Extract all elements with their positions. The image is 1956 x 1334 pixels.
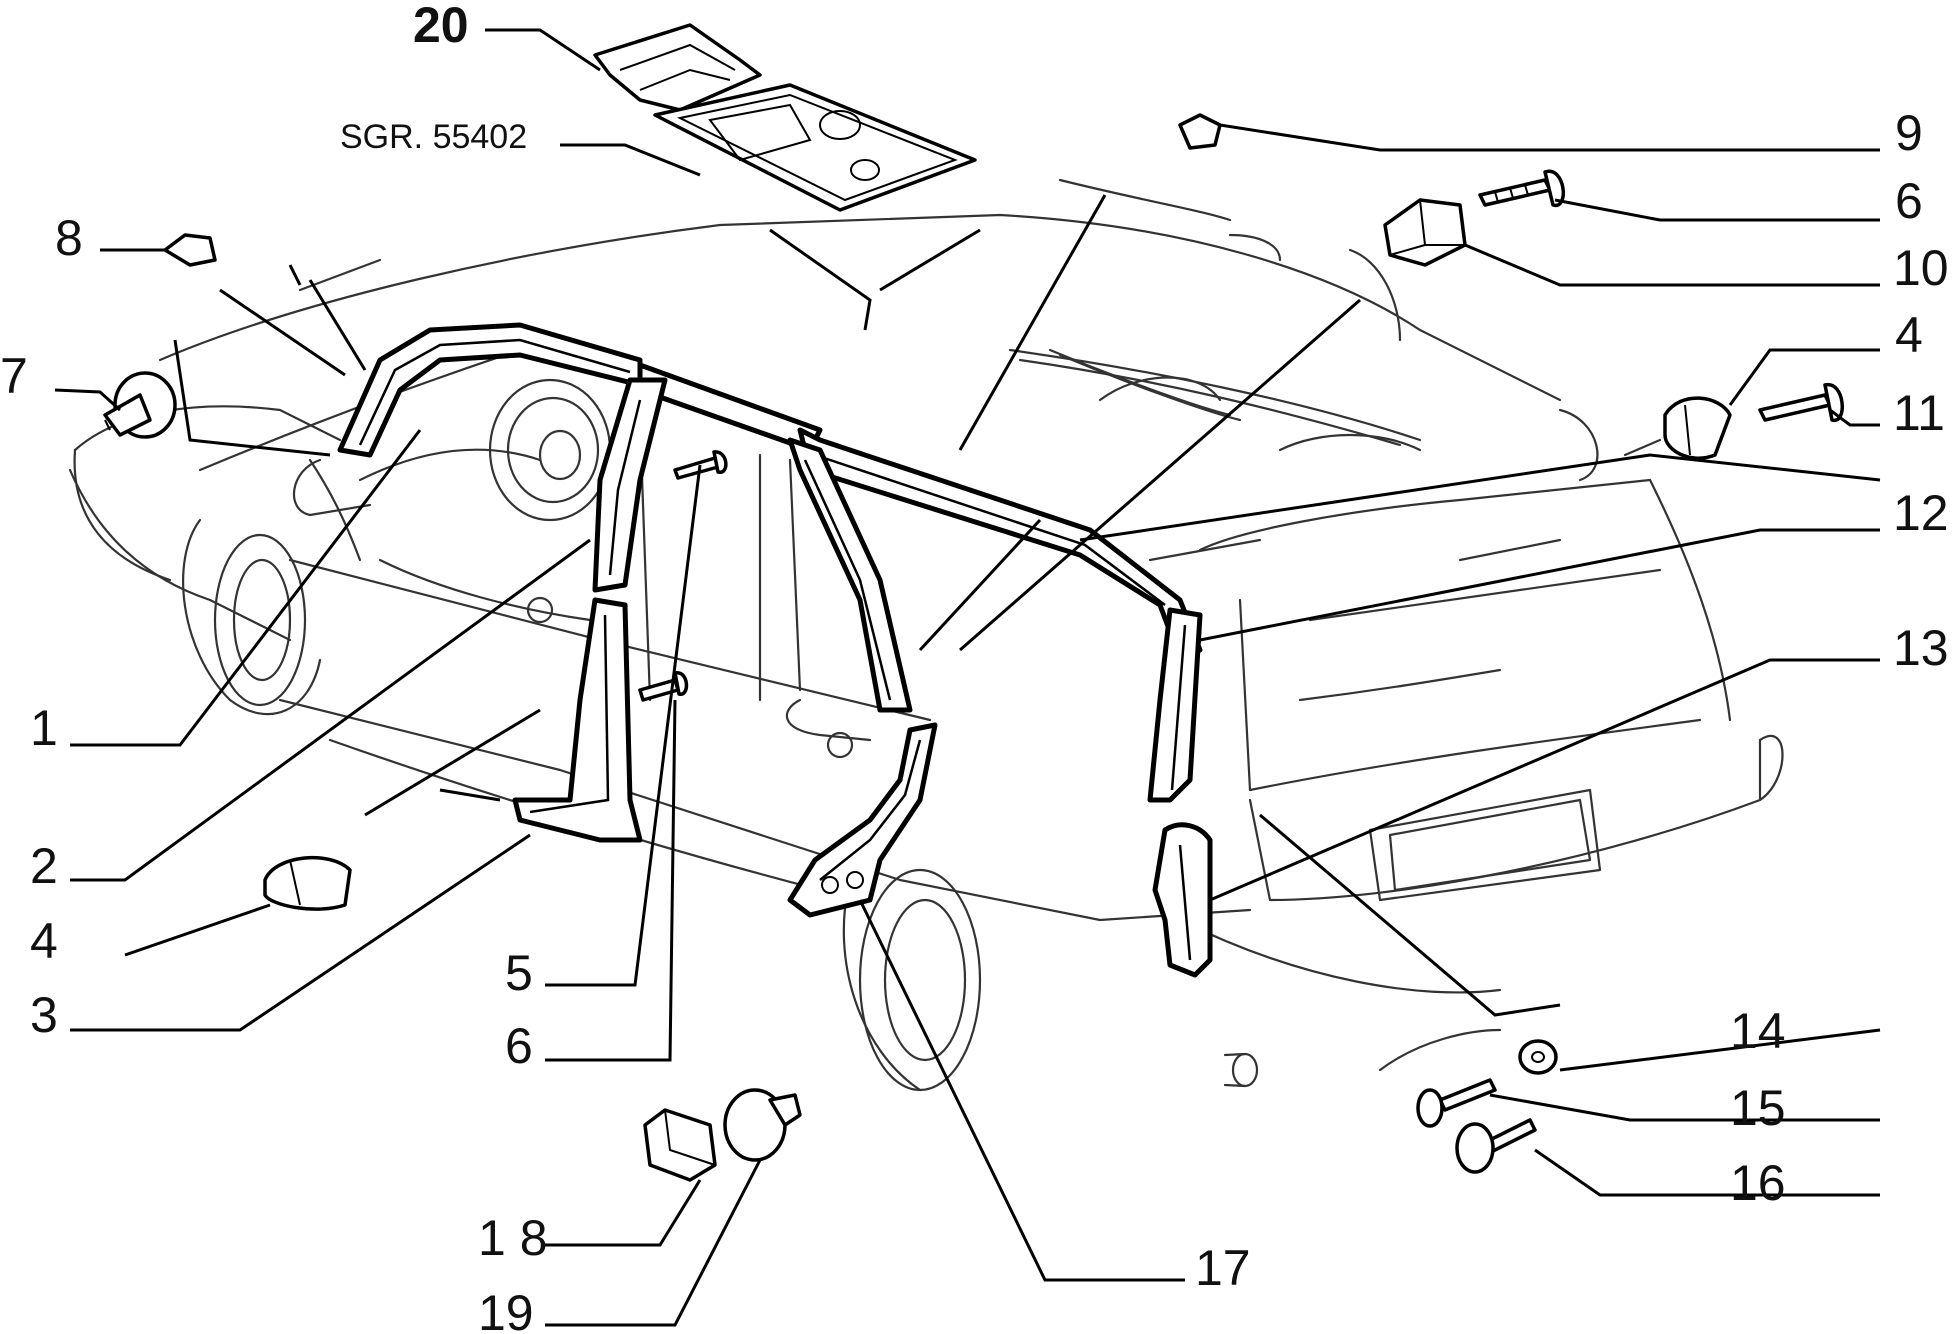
screw-6-top-part	[1478, 169, 1566, 207]
bracket-18-part	[643, 1108, 717, 1182]
callout-3: 3	[30, 987, 58, 1043]
callout-sgr-55402: SGR. 55402	[340, 118, 527, 156]
callout-12: 12	[1893, 485, 1949, 541]
leader-lines	[54, 28, 1881, 1327]
clip-4-top-part	[1663, 396, 1732, 460]
callout-16: 16	[1730, 1155, 1786, 1211]
screw-5-part	[673, 450, 728, 480]
callout-2: 2	[30, 838, 58, 894]
callout-20: 20	[413, 0, 469, 53]
screw-6-mid-part	[638, 671, 689, 702]
headlining-trim-frame	[337, 322, 1203, 803]
callout-17: 17	[1195, 1240, 1251, 1296]
push-clip-7-part	[103, 371, 177, 439]
callout-14: 14	[1730, 1003, 1786, 1059]
callout-18: 1 8	[478, 1210, 548, 1266]
callout-13: 13	[1893, 620, 1949, 676]
callout-7: 7	[0, 348, 28, 404]
bracket-10-part	[1383, 198, 1467, 267]
d-pillar-lower-trim	[1152, 822, 1213, 978]
callout-11: 11	[1893, 385, 1945, 441]
callout-1: 1	[30, 700, 58, 756]
callout-19: 19	[478, 1285, 534, 1334]
callout-4-bottom: 4	[30, 913, 58, 969]
callout-6-mid: 6	[505, 1018, 533, 1074]
callout-9: 9	[1895, 105, 1923, 161]
washer-14-part	[1518, 1039, 1558, 1075]
clip-9-part	[1178, 113, 1222, 150]
clip-8-part	[163, 233, 217, 267]
callout-4-top: 4	[1895, 307, 1923, 363]
c-pillar-lower-trim	[787, 722, 938, 918]
push-button-19-part	[723, 1088, 802, 1162]
courtesy-light-assembly-part	[653, 83, 977, 212]
callout-6-top: 6	[1895, 173, 1923, 229]
b-pillar-lower-trim	[512, 597, 643, 843]
callout-5: 5	[505, 945, 533, 1001]
clip-4-bottom-part	[263, 856, 352, 911]
car-body-outline	[68, 178, 1784, 1092]
courtesy-light-housing-part	[593, 23, 762, 112]
callout-15: 15	[1730, 1080, 1786, 1136]
screw-11-part	[1758, 383, 1844, 422]
callout-8: 8	[55, 210, 83, 266]
screw-15-part	[1416, 1078, 1497, 1128]
screw-16-part	[1455, 1118, 1537, 1174]
callout-10: 10	[1893, 240, 1949, 296]
